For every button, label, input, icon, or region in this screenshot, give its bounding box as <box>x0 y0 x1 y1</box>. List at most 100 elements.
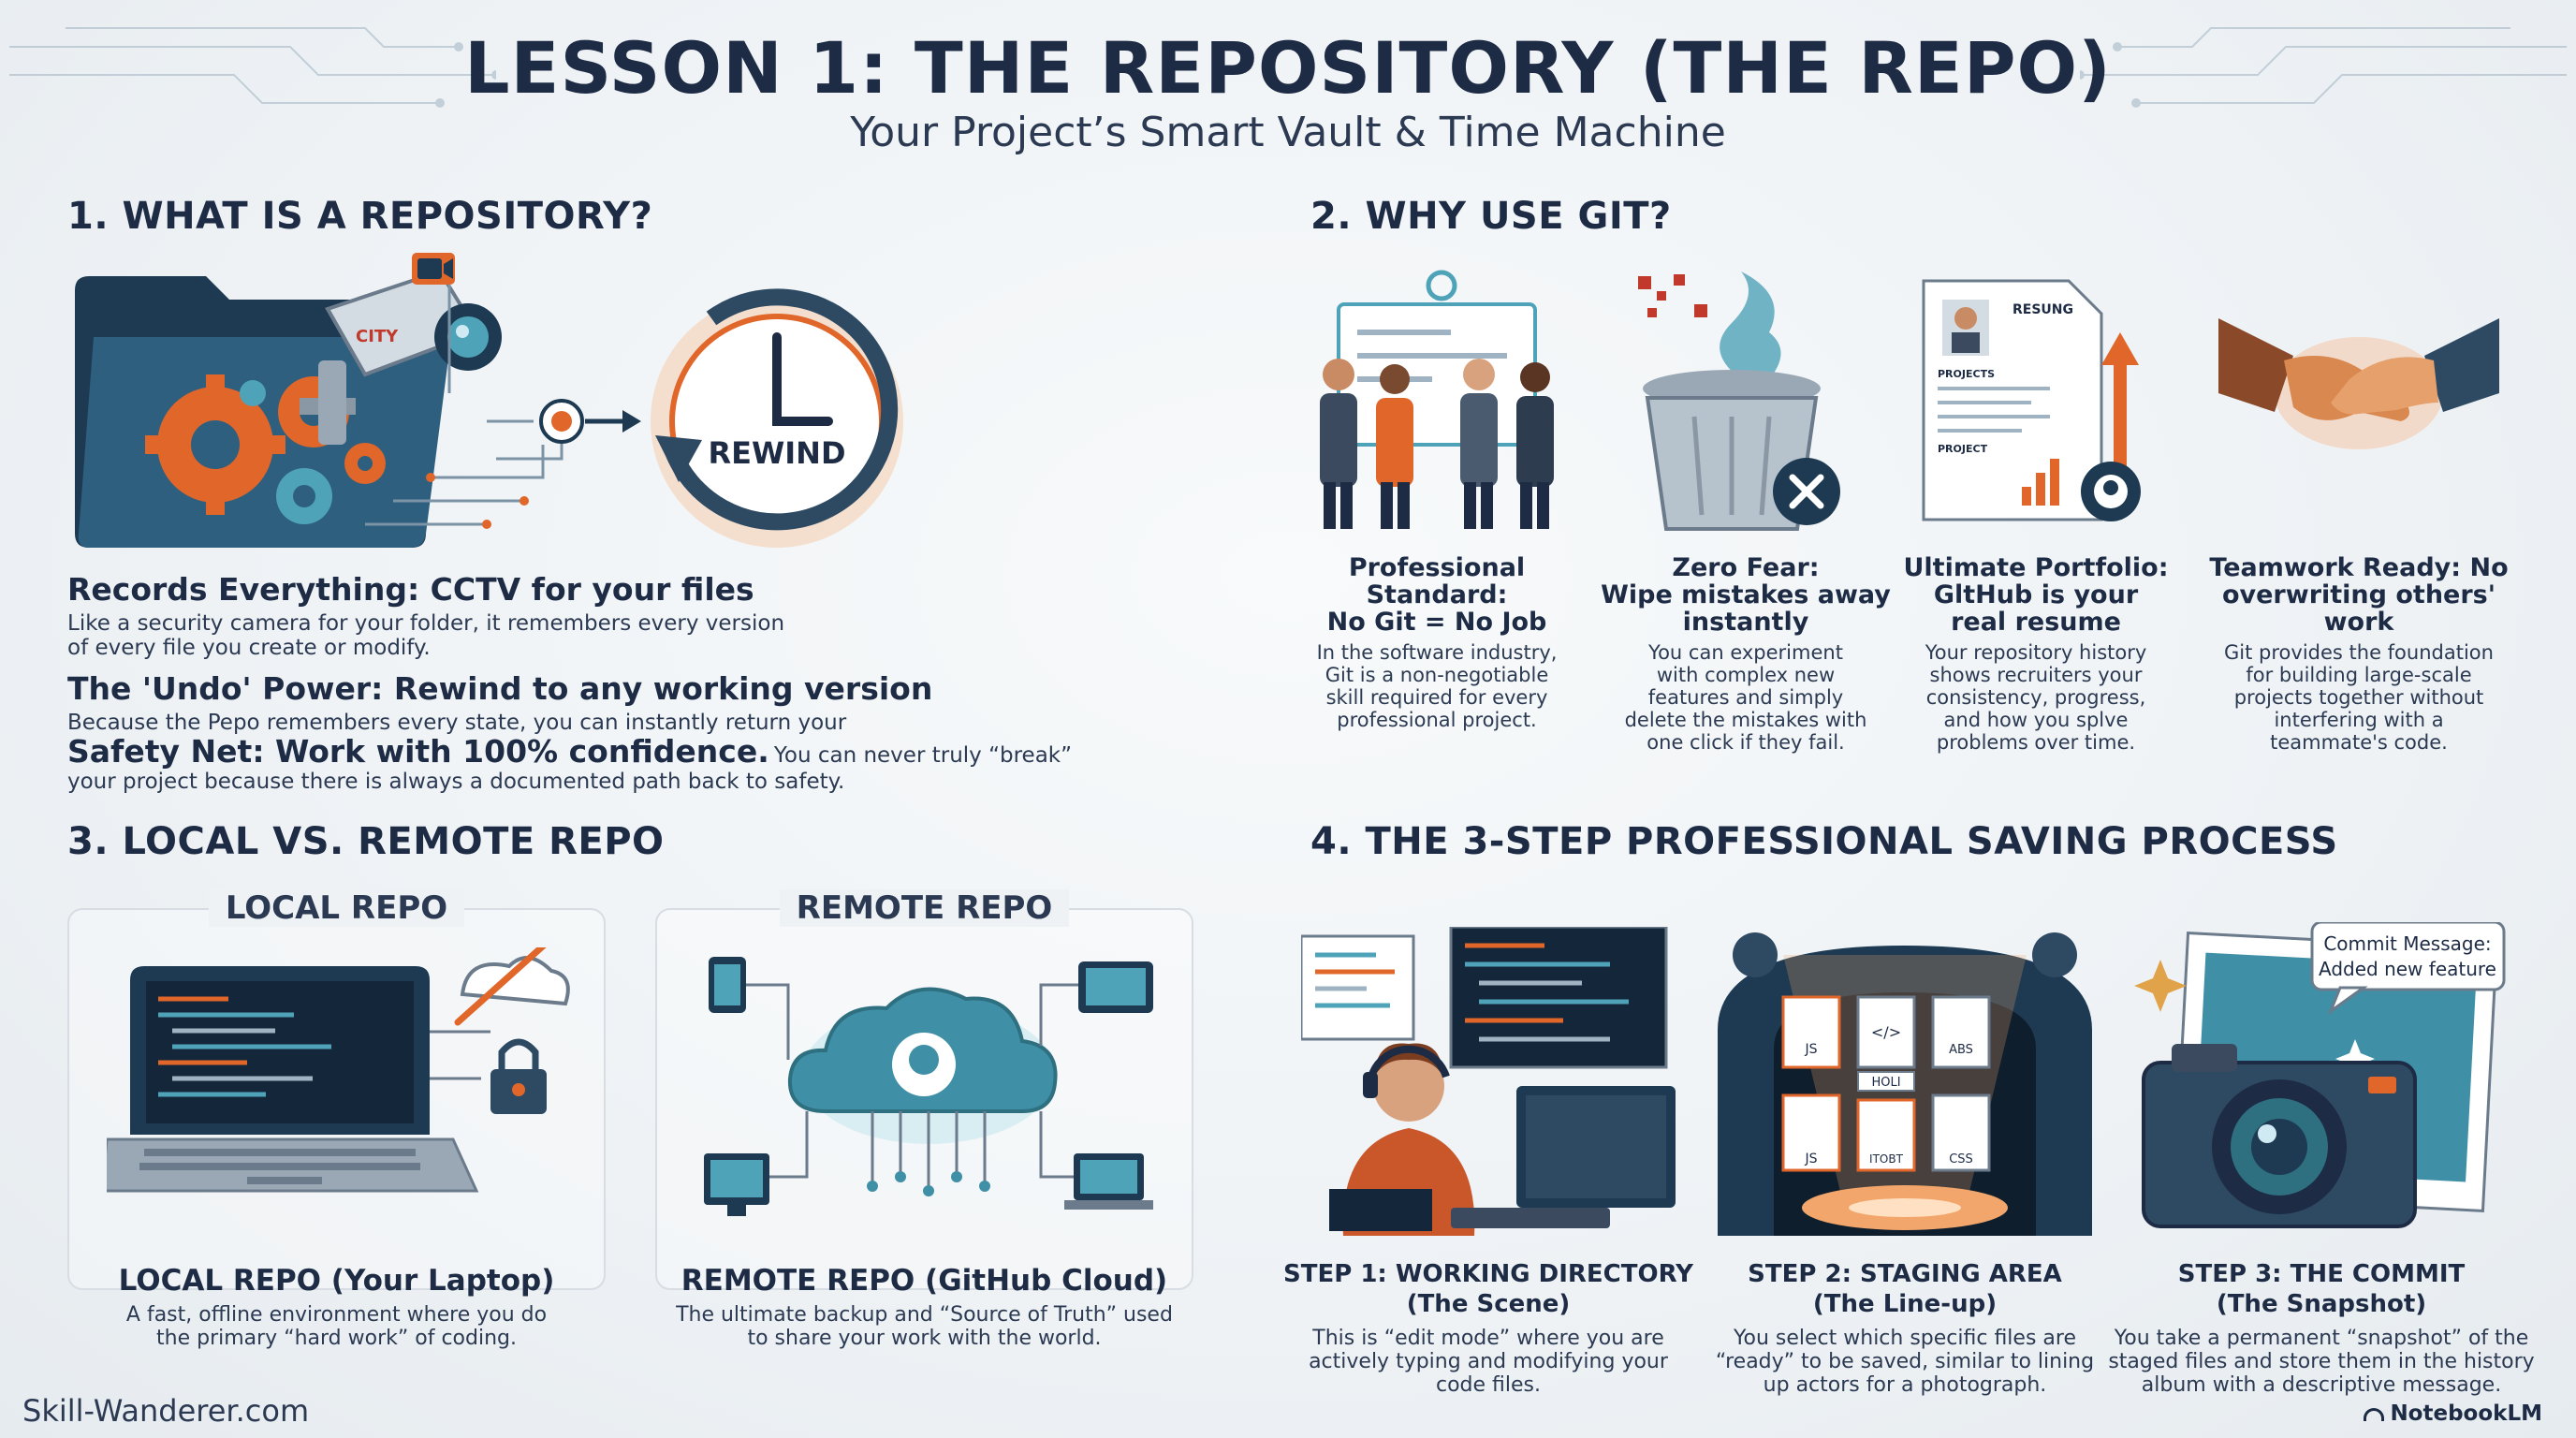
why-card-body-line: one click if they fail. <box>1647 731 1845 754</box>
step-title-line: (The Scene) <box>1406 1290 1571 1318</box>
step-title-line: STEP 3: THE COMMIT <box>2177 1260 2466 1288</box>
why-card-professional: Professional Standard:No Git = No Job In… <box>1282 554 1591 731</box>
why-card-title-line: Zero Fear: <box>1672 553 1820 582</box>
repository-illustration: CITY REWIND <box>75 253 903 548</box>
remote-repo-caption: REMOTE REPO (GitHub Cloud) <box>681 1264 1168 1298</box>
why-card-body-line: with complex new <box>1656 664 1836 686</box>
local-repo-caption: LOCAL REPO (Your Laptop) <box>118 1264 555 1298</box>
step-body-line: This is “edit mode” where you are <box>1312 1327 1664 1350</box>
why-card-body-line: and how you splve <box>1943 709 2129 731</box>
why-card-title-line: Professional Standard: <box>1348 553 1526 609</box>
why-card-title-line: overwriting others' work <box>2221 580 2496 637</box>
file-label: JS <box>1804 1042 1817 1057</box>
local-repo-body-line: the primary “hard work” of coding. <box>156 1327 517 1350</box>
why-card-body-line: for building large-scale <box>2246 664 2472 686</box>
step-1-working-directory: STEP 1: WORKING DIRECTORY(The Scene) Thi… <box>1282 1259 1694 1397</box>
file-label: ITOBT <box>1869 1152 1904 1166</box>
feature-safety-line: Safety Net: Work with 100% confidence. Y… <box>67 733 1072 770</box>
local-repo-body-line: A fast, offline environment where you do <box>125 1303 548 1327</box>
step-3-commit: STEP 3: THE COMMIT(The Snapshot) You tak… <box>2097 1259 2546 1397</box>
remote-repo-body-line: to share your work with the world. <box>747 1327 1102 1350</box>
why-card-title-line: real resume <box>1951 608 2121 637</box>
why-card-body-line: projects together without <box>2233 686 2484 709</box>
remote-repo-caption-block: REMOTE REPO (GitHub Cloud) The ultimate … <box>657 1264 1192 1350</box>
rewind-clock-icon: REWIND <box>651 288 903 548</box>
why-card-body-line: Git is a non-negotiable <box>1325 664 1549 686</box>
cloud-network-icon <box>704 957 1153 1216</box>
why-card-body-line: Your repository history <box>1925 641 2147 664</box>
resume-icon: RESUNG PROJECTS PROJECT <box>1922 279 2141 521</box>
step-body-line: code files. <box>1435 1373 1541 1397</box>
feature-undo-body-1: Because the Pepo remembers every state, … <box>67 711 847 735</box>
why-card-body-line: features and simply <box>1647 686 1844 709</box>
step-body-line: actively typing and modifying your <box>1309 1350 1668 1373</box>
why-card-body-line: You can experiment <box>1648 641 1843 664</box>
handshake-icon <box>2218 318 2499 449</box>
step-title-line: STEP 2: STAGING AREA <box>1748 1260 2062 1288</box>
step-body-line: up actors for a photograph. <box>1763 1373 2047 1397</box>
local-repo-heading: LOCAL REPO <box>208 889 465 927</box>
cctv-camera-icon: CITY <box>300 269 502 445</box>
laptop-icon <box>107 947 570 1193</box>
section-1-title: 1. WHAT IS A REPOSITORY? <box>67 195 653 238</box>
developer-workstation-icon <box>1301 927 1676 1236</box>
feature-records-body-1: Like a security camera for your folder, … <box>67 611 785 636</box>
step-body-line: You select which specific files are <box>1733 1327 2076 1350</box>
rewind-label: REWIND <box>708 435 845 471</box>
remote-repo-heading: REMOTE REPO <box>779 889 1070 927</box>
resume-doc-heading: RESUNG <box>2012 302 2073 317</box>
team-meeting-icon <box>1320 270 1554 529</box>
circuit-decoration-left <box>9 27 496 108</box>
feature-records-body-2: of every file you create or modify. <box>67 636 431 660</box>
local-repo-panel: LOCAL REPO LOCAL REPO (Your Laptop) A fa… <box>67 889 606 1350</box>
step-title-line: STEP 1: WORKING DIRECTORY <box>1282 1260 1694 1288</box>
step-body-line: album with a descriptive message. <box>2141 1373 2502 1397</box>
why-card-body-line: Git provides the foundation <box>2224 641 2494 664</box>
feature-safety-title: Safety Net: Work with 100% confidence. <box>67 733 769 770</box>
step-body-line: “ready” to be saved, similar to lining <box>1715 1350 2095 1373</box>
file-label: CSS <box>1949 1152 1973 1167</box>
why-card-body-line: skill required for every <box>1325 686 1548 709</box>
video-icon <box>412 253 455 285</box>
why-card-body-line: problems over time. <box>1936 731 2136 754</box>
trash-can-icon <box>1638 271 1840 531</box>
camera-snapshot-icon: Commit Message: Added new feature <box>2134 922 2506 1228</box>
why-card-body-line: professional project. <box>1337 709 1537 731</box>
file-label: </> <box>1871 1023 1901 1041</box>
file-label: ABS <box>1949 1043 1973 1057</box>
page-title: LESSON 1: THE REPOSITORY (THE REPO) <box>464 26 2112 110</box>
remote-repo-body-line: The ultimate backup and “Source of Truth… <box>676 1303 1173 1327</box>
local-repo-caption-block: LOCAL REPO (Your Laptop) A fast, offline… <box>69 1264 604 1350</box>
why-card-body-line: consistency, progress, <box>1925 686 2146 709</box>
commit-bubble-line-2: Added new feature <box>2319 958 2496 980</box>
step-body-line: You take a permanent “snapshot” of the <box>2114 1327 2529 1350</box>
notebooklm-logo-icon <box>2364 1407 2385 1421</box>
why-card-title-line: No Git = No Job <box>1326 608 1547 637</box>
camera-label: CITY <box>356 327 399 346</box>
file-label: HOLI <box>1871 1076 1900 1090</box>
section-3-title: 3. LOCAL VS. REMOTE REPO <box>67 820 665 863</box>
why-card-title-line: Ultimate Portfolio: <box>1903 553 2169 582</box>
why-card-title-line: GltHub is your <box>1933 580 2139 609</box>
step-title-line: (The Snapshot) <box>2216 1290 2427 1318</box>
step-title-line: (The Line-up) <box>1812 1290 1998 1318</box>
why-card-title-line: Teamwork Ready: No <box>2209 553 2509 582</box>
page-subtitle: Your Project’s Smart Vault & Time Machin… <box>850 109 1726 156</box>
commit-bubble-line-1: Commit Message: <box>2323 932 2491 955</box>
staged-files: JS </> ABS HOLI JS ITOBT CSS <box>1781 995 1991 1172</box>
resume-doc-projects: PROJECTS <box>1938 368 1995 380</box>
why-card-body-line: shows recruiters your <box>1929 664 2143 686</box>
feature-safety-body-1: your project because there is always a d… <box>67 770 845 794</box>
site-credit: Skill-Wanderer.com <box>22 1393 310 1429</box>
feature-undo-title: The 'Undo' Power: Rewind to any working … <box>67 670 933 707</box>
brand-badge: NotebookLM <box>2364 1401 2542 1426</box>
feature-safety-inline: You can never truly “break” <box>773 743 1073 768</box>
staging-stage-icon: JS </> ABS HOLI JS ITOBT CSS <box>1718 932 2092 1236</box>
why-card-body-line: delete the mistakes with <box>1624 709 1867 731</box>
why-card-body-line: In the software industry, <box>1316 641 1558 664</box>
remote-repo-panel: REMOTE REPO REMOTE REPO (GitHub Cloud) T… <box>655 889 1193 1350</box>
section-4-title: 4. THE 3-STEP PROFESSIONAL SAVING PROCES… <box>1310 820 2338 863</box>
